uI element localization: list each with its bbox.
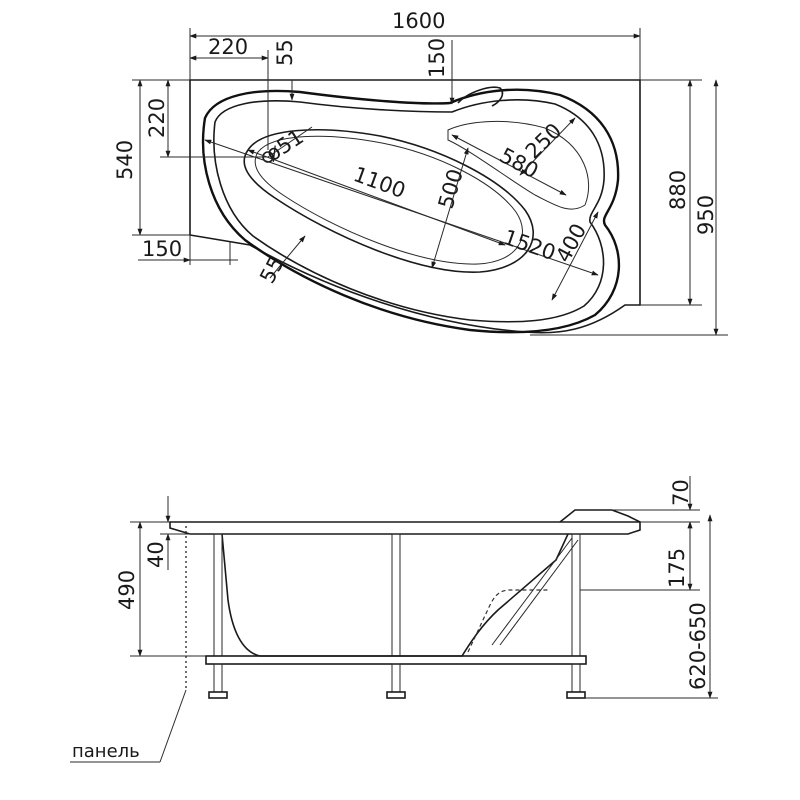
dim-55-diag: 55 — [255, 252, 289, 287]
dim-1100: 1100 — [350, 162, 408, 203]
dim-175: 175 — [665, 548, 689, 588]
frame-post-mid — [391, 533, 401, 657]
headrest — [457, 86, 504, 107]
side-rim — [169, 521, 641, 535]
side-tub-body — [221, 533, 569, 657]
dim-55-top: 55 — [273, 39, 297, 66]
frame-post-right — [571, 533, 581, 657]
panel-label: панель — [72, 741, 140, 762]
legs — [208, 663, 586, 699]
side-view: 490 40 70 175 620-650 панель — [70, 476, 718, 763]
dim-40: 40 — [144, 541, 168, 568]
dim-500: 500 — [434, 166, 468, 211]
dim-1520: 1520 — [500, 225, 558, 265]
dim-540: 540 — [113, 140, 137, 180]
dim-1600: 1600 — [392, 9, 445, 33]
side-seat-dashed — [467, 589, 548, 653]
frame-base — [205, 655, 587, 665]
tub-basin-oval-2 — [254, 135, 523, 265]
side-headrest — [559, 509, 641, 523]
dim-490: 490 — [115, 570, 139, 610]
dim-400: 400 — [551, 220, 591, 267]
dim-220-top: 220 — [208, 35, 248, 59]
top-view: 1600 220 55 150 540 220 ø51 150 55 — [113, 9, 728, 336]
dim-950: 950 — [694, 195, 718, 235]
dim-880: 880 — [666, 170, 690, 210]
dim-150-top: 150 — [425, 38, 449, 78]
dim-150-left: 150 — [142, 237, 182, 261]
dim-620-650: 620-650 — [686, 602, 710, 690]
dim-220-left: 220 — [145, 98, 169, 138]
tub-outer-rim — [201, 88, 621, 334]
dim-70: 70 — [669, 479, 693, 506]
frame-post-left — [213, 533, 223, 657]
top-outline — [189, 79, 641, 334]
